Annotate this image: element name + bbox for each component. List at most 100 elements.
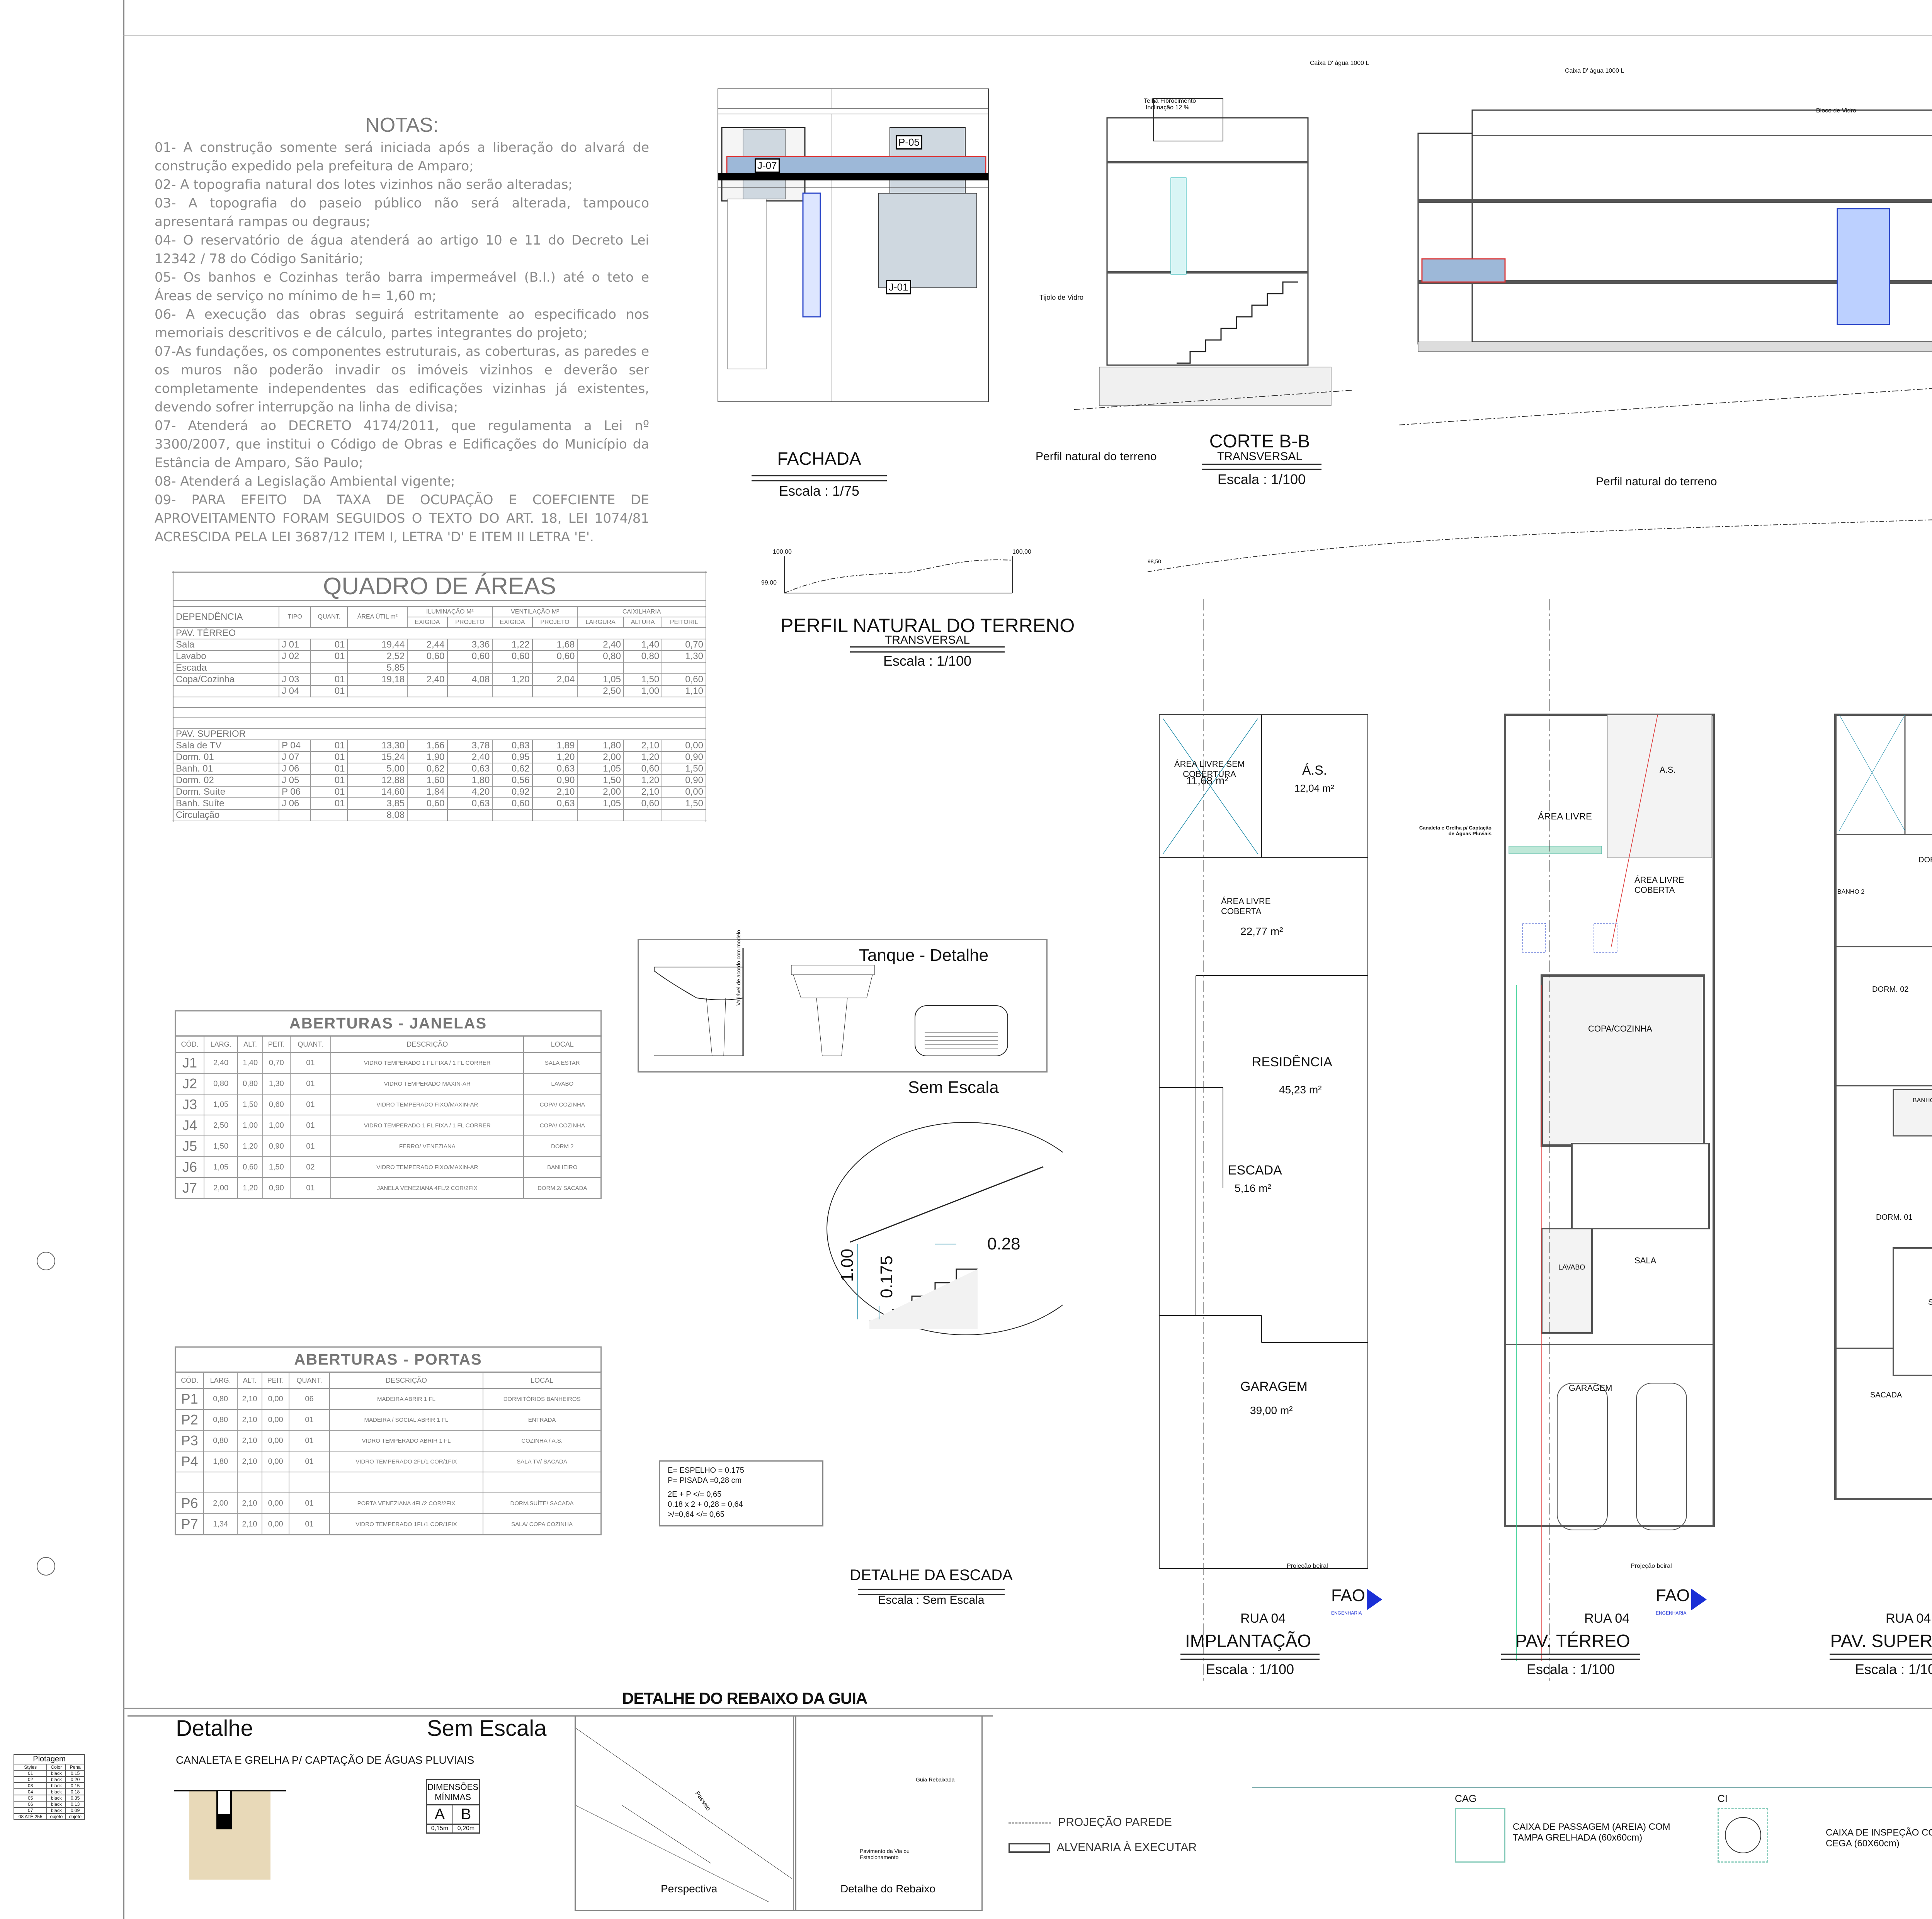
dim-a-label: A xyxy=(426,1805,454,1825)
header-cell: LOCAL xyxy=(483,1372,602,1389)
cell-desc: VIDRO TEMPERADO 2FL/1 COR/1FIX xyxy=(329,1451,484,1472)
cell-alt: 2,10 xyxy=(236,1430,263,1452)
cell-quant: 01 xyxy=(289,1073,332,1095)
empty-row xyxy=(172,697,707,708)
cell-ve_pr xyxy=(532,662,578,674)
header-cell: PEIT. xyxy=(262,1035,291,1053)
plot-cell: black xyxy=(46,1776,66,1783)
legend-ci-tag: CI xyxy=(1718,1793,1728,1804)
cell-local: COZINHA / A.S. xyxy=(483,1430,602,1452)
escada-dim-p: 0.28 xyxy=(987,1234,1020,1253)
cell-peit: 1,50 xyxy=(662,763,707,775)
cell-larg: 1,34 xyxy=(203,1513,238,1535)
cell-alt xyxy=(623,662,663,674)
cell-ve_ex xyxy=(492,685,533,697)
cell-il_pr xyxy=(447,809,493,822)
empty-cell xyxy=(172,697,707,708)
corte-bb-drawing xyxy=(1043,58,1360,425)
hyd-legend-top xyxy=(1252,1787,1932,1788)
cell-tipo: J 03 xyxy=(278,673,311,686)
plot-cell: 03 xyxy=(13,1782,48,1789)
cell-desc: MADEIRA / SOCIAL ABRIR 1 FL xyxy=(329,1409,484,1431)
plot-cell: 04 xyxy=(13,1788,48,1795)
tijolo-label: Tijolo de Vidro xyxy=(1039,294,1084,301)
cell-larg: 1,80 xyxy=(203,1451,238,1472)
escada-detail: 1.00 0.175 0.28 xyxy=(792,1120,1105,1391)
cell-peit: 1,30 xyxy=(662,650,707,663)
formula-line: 0.18 x 2 + 0,28 = 0,64 xyxy=(668,1500,743,1509)
cell-ve_ex: 1,22 xyxy=(492,639,533,651)
cell-alt: 2,10 xyxy=(236,1492,263,1514)
plot-cell: 08 ATÉ 255 xyxy=(13,1813,48,1820)
cell-cod: P3 xyxy=(175,1430,204,1452)
fao-logo-2: FAO ENGENHARIA xyxy=(1656,1586,1707,1616)
cell-il_pr: 2,40 xyxy=(447,751,493,763)
header-cell: QUANT. xyxy=(289,1035,332,1053)
cell-desc: VIDRO TEMPERADO FIXO/MAXIN-AR xyxy=(330,1156,524,1178)
perfil-transversal-scale: Escala : 1/100 xyxy=(883,653,972,669)
quadro-areas-title: QUADRO DE ÁREAS xyxy=(172,571,707,601)
cell-cod: P4 xyxy=(175,1451,204,1472)
header-cell: DESCRIÇÃO xyxy=(330,1035,524,1053)
cell-desc: JANELA VENEZIANA 4FL/2 COR/2FIX xyxy=(330,1177,524,1199)
cell-il_pr: 4,08 xyxy=(447,673,493,686)
cell-alt: 0,80 xyxy=(623,650,663,663)
ci-symbol-icon xyxy=(1718,1808,1768,1863)
cell-cod xyxy=(175,1472,204,1493)
cell-tipo: J 01 xyxy=(278,639,311,651)
cell-alt: 0,80 xyxy=(237,1073,263,1095)
cell-cod: J3 xyxy=(175,1094,204,1115)
cell-ve_pr: 1,20 xyxy=(532,751,578,763)
plot-cell: 0.13 xyxy=(65,1801,85,1808)
cell-ve_ex: 1,20 xyxy=(492,673,533,686)
escada-scale: Escala : Sem Escala xyxy=(878,1594,985,1606)
canaleta-detail-title: Detalhe xyxy=(176,1716,253,1741)
canaleta-detail-scale: Sem Escala xyxy=(427,1716,547,1741)
dim-title: DIMENSÕES MÍNIMAS xyxy=(426,1780,480,1805)
cell-cod: J6 xyxy=(175,1156,204,1178)
cell-dep: Dorm. 02 xyxy=(172,774,279,787)
cell-desc xyxy=(329,1472,484,1493)
plot-header-pena: Pena xyxy=(65,1764,85,1771)
pav-superior-svg xyxy=(1834,714,1932,1500)
cell-local: DORM.2/ SACADA xyxy=(523,1177,602,1199)
empty-cell xyxy=(172,717,707,729)
area-livre-coberta-terreo: ÁREA LIVRE COBERTA xyxy=(1634,875,1684,895)
cell-dep xyxy=(172,685,279,697)
cell-il_ex: 1,90 xyxy=(407,751,448,763)
perfil-longitudinal-svg xyxy=(1147,519,1932,572)
level-98: 98,50 xyxy=(1148,558,1162,564)
cell-larg: 1,80 xyxy=(577,739,624,752)
cell-area: 19,18 xyxy=(347,673,408,686)
cell-quant: 01 xyxy=(289,1115,332,1136)
as-terreo-label: A.S. xyxy=(1660,765,1676,775)
escada-dim-e: 0.175 xyxy=(877,1255,896,1299)
implantacao-scale: Escala : 1/100 xyxy=(1206,1661,1294,1677)
area-livre-sem-cobertura-value: 11,68 m² xyxy=(1186,775,1228,787)
sheet-border-top xyxy=(123,35,1932,36)
cell-larg: 0,80 xyxy=(203,1388,238,1410)
cell-quant: 01 xyxy=(289,1409,330,1431)
pav-superior-title: PAV. SUPERIOR xyxy=(1830,1631,1932,1651)
cell-ve_ex xyxy=(492,809,533,822)
cell-larg: 2,00 xyxy=(203,1177,238,1199)
cell-peit xyxy=(662,662,707,674)
cell-ve_pr xyxy=(532,809,578,822)
notes-panel: NOTAS: 01- A construção somente será ini… xyxy=(155,115,649,546)
cell-cod: J5 xyxy=(175,1135,204,1157)
garagem-label: GARAGEM xyxy=(1240,1379,1308,1394)
cell-peit: 0,60 xyxy=(662,673,707,686)
rebaixo-perspectiva-svg xyxy=(575,1728,793,1902)
cell-cod: P1 xyxy=(175,1388,204,1410)
cell-il_ex: 1,84 xyxy=(407,786,448,798)
escada-svg xyxy=(827,1122,1105,1335)
rebaixo-title: DETALHE DO REBAIXO DA GUIA xyxy=(622,1689,867,1707)
cell-desc: VIDRO TEMPERADO 1 FL FIXA / 1 FL CORRER xyxy=(330,1052,524,1074)
